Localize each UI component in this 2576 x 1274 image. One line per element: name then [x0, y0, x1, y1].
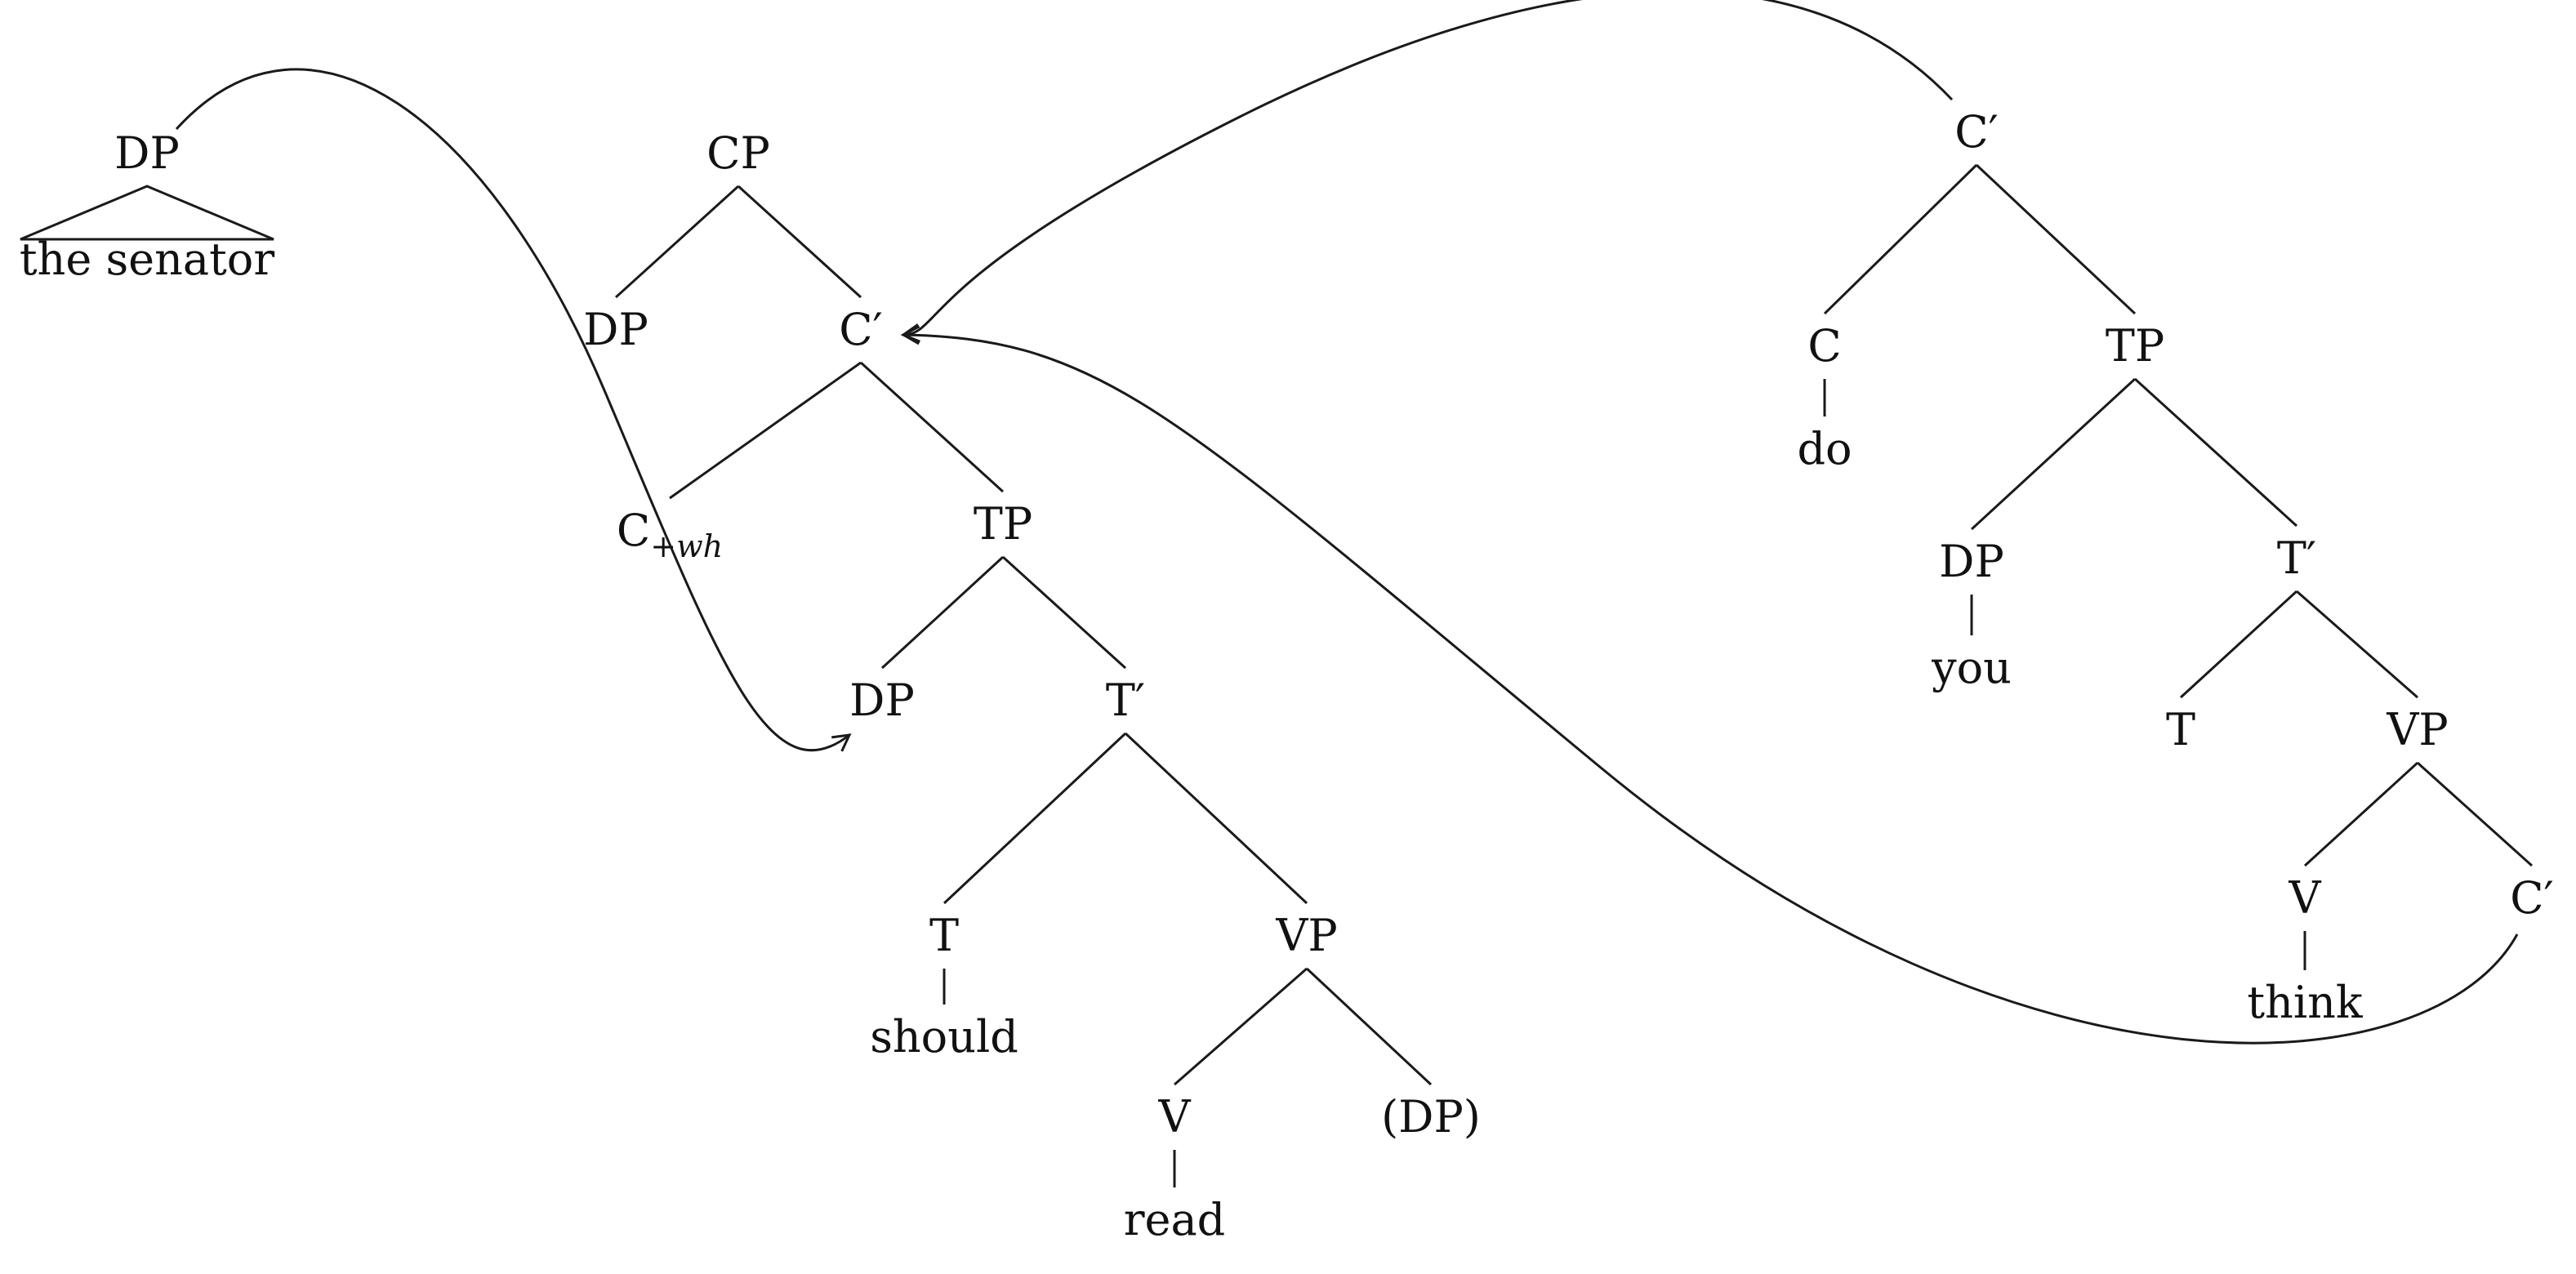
movement-arrows [175, 0, 2519, 1045]
node-top-dp: DP [114, 127, 180, 179]
node-t-bar-low: T′ [1106, 675, 1145, 726]
branch-t-bar-low-t-low [943, 732, 1127, 905]
node-vp-top: VP [2386, 704, 2448, 755]
node-tp-top: TP [2106, 320, 2164, 372]
node-vp-low: VP [1275, 910, 1337, 961]
node-v-low-word: read [1124, 1194, 1226, 1245]
branch-tp-top-tp-top-spec-dp [1970, 377, 2137, 531]
arrowhead-tp-low-spec-dp [831, 733, 852, 752]
branch-t-bar-low-vp-low [1124, 732, 1308, 905]
node-v-top-word: think [2247, 977, 2364, 1028]
node-dp-object: (DP) [1381, 1091, 1481, 1143]
movement-arrow-c-bar-complement-to-c-bar-low [902, 333, 2519, 1045]
movement-arrow-c-bar-top-to-c-bar-low [902, 0, 1954, 336]
branch-cp-c-bar-low [737, 185, 862, 299]
node-tp-low: TP [974, 498, 1032, 550]
branch-c-bar-low-tp-low [859, 361, 1005, 493]
branch-vp-top-v-top [2303, 761, 2419, 867]
node-c-bar-top: C′ [1954, 106, 1999, 158]
node-t-low: T [929, 910, 959, 961]
node-tp-top-spec-dp: DP [1939, 536, 2004, 587]
node-t-bar-top: T′ [2277, 532, 2316, 584]
branch-c-bar-top-c-top [1823, 163, 1978, 315]
node-c-wh: C+wh [617, 505, 723, 564]
node-v-low: V [1158, 1091, 1192, 1143]
branch-tp-top-t-bar-top [2133, 377, 2298, 528]
branch-cp-cp-spec-dp [614, 185, 740, 299]
node-cp: CP [706, 127, 770, 179]
branch-vp-top-c-bar-complement [2416, 761, 2534, 867]
node-v-top: V [2289, 872, 2322, 924]
node-top-dp-phrase: the senator [20, 234, 274, 285]
node-c-bar-complement: C′ [2510, 872, 2554, 924]
branch-c-bar-top-tp-top [1975, 163, 2137, 315]
branch-tp-low-t-bar-low [1001, 555, 1127, 670]
node-t-top: T [2166, 704, 2195, 755]
branch-t-bar-top-vp-top [2296, 590, 2418, 699]
tree-branches [20, 163, 2534, 1187]
node-tp-low-spec-dp: DP [849, 675, 915, 726]
branch-c-bar-low-c-wh [669, 361, 862, 500]
node-c-top-word: do [1797, 423, 1852, 474]
movement-arrow-top-dp-to-tp-low-spec-dp [175, 68, 850, 752]
branch-vp-low-dp-object [1305, 967, 1433, 1086]
branch-t-bar-top-t-top [2179, 590, 2298, 699]
node-tp-top-spec-word: you [1931, 642, 2012, 693]
phrase-triangle [20, 185, 274, 241]
node-c-bar-low: C′ [839, 304, 883, 355]
node-t-low-word: should [870, 1011, 1018, 1062]
branch-tp-low-tp-low-spec-dp [880, 555, 1005, 670]
branch-vp-low-v-low [1174, 967, 1308, 1086]
arrowhead-c-bar-low [900, 325, 920, 345]
node-c-top: C [1807, 320, 1841, 372]
node-cp-spec-dp: DP [583, 304, 648, 355]
